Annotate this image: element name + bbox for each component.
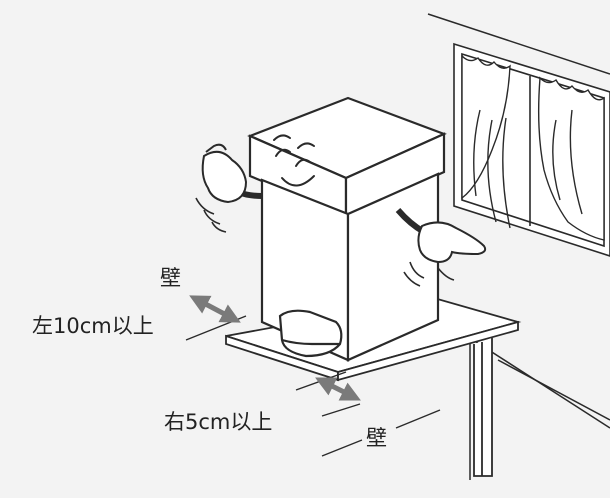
clearance-lines xyxy=(185,315,441,457)
right-clearance-label: 右5cm以上 xyxy=(164,410,273,434)
trash-bin xyxy=(247,96,447,362)
right-motion-lines xyxy=(403,261,455,287)
bin-face xyxy=(273,134,315,187)
wall-label-left: 壁 xyxy=(160,266,181,290)
clearance-arrows xyxy=(189,295,361,401)
right-arm xyxy=(395,208,487,264)
left-clearance-label: 左10cm以上 xyxy=(32,314,154,338)
left-motion-lines xyxy=(195,197,227,233)
right-clearance-arrow xyxy=(315,377,361,401)
left-clearance-arrow xyxy=(189,295,241,323)
room-lines xyxy=(427,13,610,480)
wall-label-bottom: 壁 xyxy=(366,426,387,450)
curtains xyxy=(461,54,605,241)
left-arm xyxy=(201,143,263,204)
